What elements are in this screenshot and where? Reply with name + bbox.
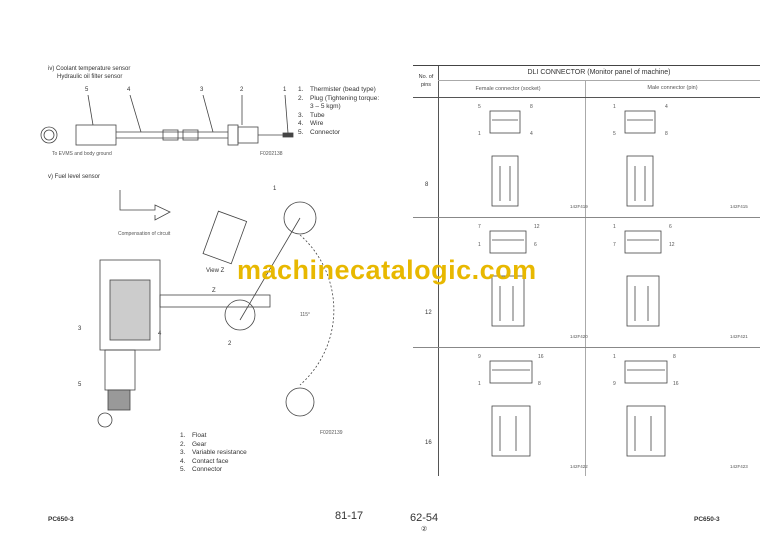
- fig-code: F0202138: [260, 151, 283, 157]
- female-connector-drawing: [489, 110, 521, 207]
- callout: 2: [228, 341, 232, 347]
- col-male-header: Male connector (pin): [647, 85, 698, 91]
- male-connector-drawing: [624, 110, 656, 207]
- pin-label: 8: [538, 381, 541, 387]
- pin-label: 5: [613, 131, 616, 137]
- callout: 1: [283, 87, 287, 93]
- pin-label: 8: [665, 131, 668, 137]
- fig-code: 142F423: [730, 464, 748, 469]
- view-label: View Z: [206, 268, 225, 274]
- pin-label: 7: [478, 224, 481, 230]
- male-connector-drawing: [624, 230, 662, 327]
- female-connector-drawing: [489, 230, 527, 327]
- list-item: 3 – 5 kgm): [310, 103, 341, 110]
- pin-label: 16: [538, 354, 544, 360]
- list-item: 1.Thermister (bead type): [298, 86, 376, 93]
- pin-label: 12: [534, 224, 540, 230]
- pin-label: 4: [665, 104, 668, 110]
- list-item: 3.Tube: [298, 111, 325, 119]
- pin-label: 8: [673, 354, 676, 360]
- footer-model: PC650-3: [48, 516, 74, 523]
- pin-label: 1: [613, 104, 616, 110]
- list-item: 3.Variable resistance: [180, 449, 247, 456]
- coolant-sensor-drawing: [40, 95, 294, 146]
- fig-code: 142F422: [570, 464, 588, 469]
- page-number: 81-17: [335, 510, 364, 522]
- section-iv-subtitle: Hydraulic oil filter sensor: [57, 74, 123, 80]
- connector-table: No. of pins DLI CONNECTOR (Monitor panel…: [413, 65, 760, 476]
- callout: 5: [78, 382, 82, 388]
- page-sub: ②: [421, 526, 428, 533]
- callout: 2: [240, 87, 244, 93]
- coolant-note: To EVMS and body ground: [52, 151, 112, 157]
- male-connector-drawing: [624, 360, 668, 457]
- col-female-header: Female connector (socket): [475, 86, 541, 92]
- section-v-title: v) Fuel level sensor: [48, 174, 101, 180]
- callout: 5: [85, 87, 89, 93]
- pin-label: 16: [673, 381, 679, 387]
- female-connector-drawing: [489, 360, 533, 457]
- list-item: 4.Wire: [298, 120, 324, 127]
- section-iv-title: iv) Coolant temperature sensor: [48, 66, 131, 72]
- page-number: 62-54: [410, 512, 439, 524]
- pin-label: 1: [613, 224, 616, 230]
- fig-code: 142F415: [730, 204, 748, 209]
- fuel-parts-list: 1.Float 2.Gear 3.Variable resistance 4.C…: [180, 432, 247, 475]
- callout: 3: [200, 87, 204, 93]
- footer-model: PC650-3: [694, 516, 720, 523]
- circuit-label: Compensation of circuit: [118, 231, 171, 237]
- pin-label: 6: [534, 242, 537, 248]
- pin-label: 1: [478, 242, 481, 248]
- watermark: machinecatalogic.com: [237, 255, 537, 285]
- pin-label: 9: [613, 381, 616, 387]
- pins-cell: 12: [425, 310, 432, 316]
- pin-label: 1: [613, 354, 616, 360]
- pin-label: 1: [478, 381, 481, 387]
- pin-label: 5: [478, 104, 481, 110]
- fig-code: 142F419: [570, 204, 588, 209]
- fig-code: 142F420: [570, 334, 588, 339]
- list-item: 2.Plug (Tightening torque:: [298, 94, 380, 102]
- pin-label: 1: [478, 131, 481, 137]
- col-pins-header: No. of pins: [418, 74, 434, 88]
- pin-label: 9: [478, 354, 481, 360]
- list-item: 1.Float: [180, 432, 207, 439]
- list-item: 4.Contact face: [180, 457, 229, 465]
- coolant-parts-list: 1.Thermister (bead type) 2.Plug (Tighten…: [298, 86, 379, 137]
- list-item: 5.Connector: [180, 466, 222, 473]
- pin-label: 7: [613, 242, 616, 248]
- table-title: DLI CONNECTOR (Monitor panel of machine): [527, 69, 671, 76]
- list-item: 2.Gear: [180, 440, 207, 448]
- fuel-sensor-drawing: [97, 190, 335, 428]
- callout: 3: [78, 326, 82, 332]
- callout: 4: [127, 87, 131, 93]
- list-item: 5.Connector: [298, 128, 340, 136]
- pins-cell: 8: [425, 182, 429, 188]
- pin-label: 4: [530, 131, 533, 137]
- fig-code: 142F421: [730, 334, 748, 339]
- z-label: Z: [212, 288, 216, 294]
- pins-cell: 16: [425, 440, 432, 446]
- pin-label: 12: [669, 242, 675, 248]
- callout: 1: [273, 186, 277, 192]
- pin-label: 8: [530, 104, 533, 110]
- pin-label: 6: [669, 224, 672, 230]
- angle-label: 115°: [300, 312, 310, 318]
- fig-code: F0202139: [320, 430, 343, 436]
